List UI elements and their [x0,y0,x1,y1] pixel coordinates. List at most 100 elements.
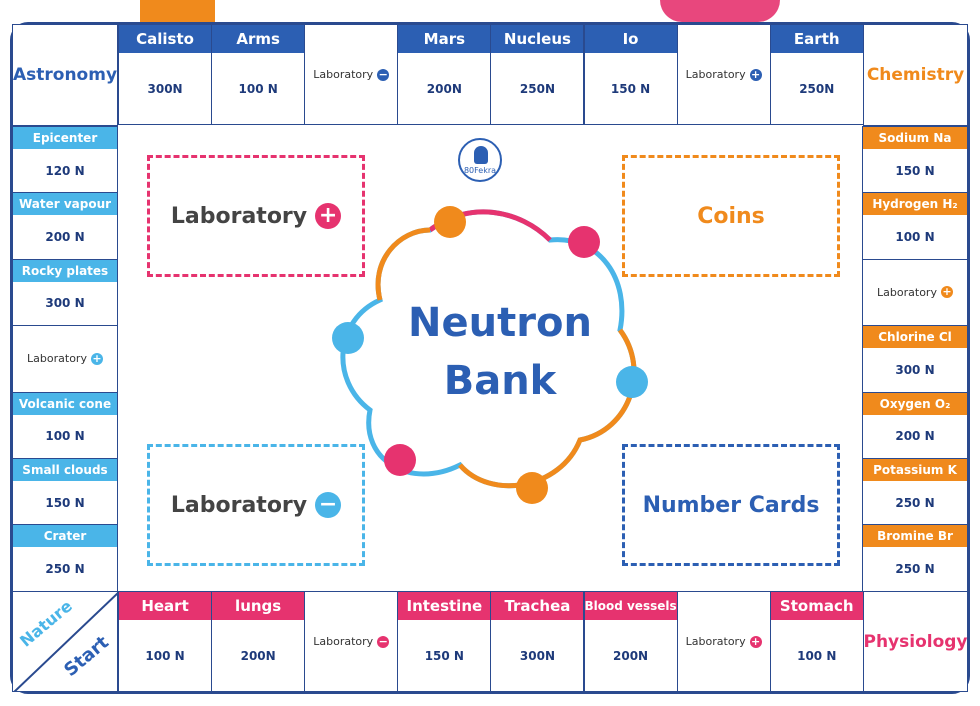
neutron-title: Neutron [408,300,592,346]
cell-value: 150 N [895,163,935,178]
laboratory-cell-content: Laboratory+ [678,25,770,124]
cell-header: Oxygen O₂ [863,392,967,415]
laboratory-label: Laboratory [685,68,746,81]
cell-value: 200 N [45,230,85,245]
left-col-cell-small-clouds[interactable]: Small clouds 150 N [12,458,118,526]
minus-icon: − [315,492,342,518]
bottom-row-cell-trachea[interactable]: Trachea 300N [490,591,585,692]
cell-header: Calisto [119,25,212,53]
cloud-node-dot [516,472,548,504]
cell-value: 150 N [424,648,464,663]
laboratory-minus-box-label: Laboratory [170,492,308,518]
cell-header: Arms [212,25,305,53]
cell-value: 120 N [45,163,85,178]
left-col-cell-laboratory[interactable]: Laboratory+ [12,325,118,393]
coins-box[interactable]: Coins [622,155,840,277]
cell-header: Water vapour [13,193,117,216]
cell-value: 100 N [895,230,935,245]
cell-value: 200N [426,81,462,96]
cell-value: 300 N [45,296,85,311]
left-col-cell-epicenter[interactable]: Epicenter 120 N [12,126,118,194]
cell-header: Trachea [491,592,584,620]
cell-header: Blood vessels [584,592,677,620]
top-row-cell-laboratory-2[interactable]: Laboratory− [304,24,399,125]
plus-icon: + [940,285,953,299]
cell-header: Intestine [398,592,491,620]
corner-astronomy[interactable]: Astronomy [12,24,118,126]
laboratory-cell-content: Laboratory+ [13,326,117,391]
start-diagonal [13,592,117,691]
top-row-cell-laboratory-6[interactable]: Laboratory+ [676,24,771,125]
brand-logo-text: 80Fekra [463,166,497,175]
cell-value: 100 N [145,648,185,663]
cell-header: Epicenter [13,127,117,149]
deco-pink-blob [660,0,780,22]
top-row-cell-arms[interactable]: Arms 100 N [211,24,306,125]
laboratory-label: Laboratory [27,352,87,366]
cell-value: 300N [147,81,183,96]
cell-value: 250 N [895,495,935,510]
laboratory-cell-content: Laboratory+ [863,260,967,325]
bottom-row-cell-laboratory-6[interactable]: Laboratory+ [676,591,771,692]
left-col-cell-water-vapour[interactable]: Water vapour 200 N [12,192,118,260]
neutron-bank-cloud [340,209,637,489]
top-row-cell-io[interactable]: Io 150 N [583,24,678,125]
bottom-row-cell-intestine[interactable]: Intestine 150 N [397,591,492,692]
top-row-cell-calisto[interactable]: Calisto 300N [118,24,213,125]
cell-value: 200N [240,648,276,663]
bank-title: Bank [443,358,557,404]
cell-header: Small clouds [13,459,117,481]
cell-value: 300N [519,648,555,663]
laboratory-label: Laboratory [877,285,937,299]
corner-start[interactable]: Nature Start [12,591,118,692]
cell-value: 150 N [45,495,85,510]
cell-value: 150 N [610,81,651,96]
cloud-node-dot [616,366,648,398]
minus-icon: − [377,67,390,81]
laboratory-plus-box[interactable]: Laboratory + [147,155,365,277]
right-col-cell-laboratory[interactable]: Laboratory+ [862,258,968,327]
cell-header: Stomach [770,592,863,620]
number-cards-box[interactable]: Number Cards [622,444,840,566]
bottom-row-cell-laboratory-2[interactable]: Laboratory− [304,591,399,692]
laboratory-label: Laboratory [313,635,374,648]
bottom-row-cell-blood-vessels[interactable]: Blood vessels 200N [583,591,678,692]
left-col-cell-rocky-plates[interactable]: Rocky plates 300 N [12,258,118,327]
number-cards-box-label: Number Cards [642,492,820,518]
laboratory-plus-box-label: Laboratory [170,203,308,229]
plus-icon: + [90,351,103,365]
cell-header: Rocky plates [13,259,117,282]
cell-value: 100 N [238,81,278,96]
corner-physiology[interactable]: Physiology [863,591,968,692]
plus-icon: + [315,203,342,229]
corner-astronomy-label: Astronomy [12,65,118,85]
plus-icon: + [749,634,762,648]
corner-chemistry[interactable]: Chemistry [863,24,968,126]
corner-chemistry-label: Chemistry [866,65,965,85]
brand-logo: 80Fekra [458,138,502,182]
laboratory-minus-box[interactable]: Laboratory− [147,444,365,566]
cell-value: 250 N [45,562,85,577]
laboratory-cell-content: Laboratory+ [678,592,770,691]
cell-header: Chlorine Cl [863,326,967,349]
cell-value: 200N [613,648,649,663]
cell-header: Bromine Br [863,525,967,548]
coins-box-label: Coins [697,203,765,229]
cell-header: Io [584,25,677,53]
lightbulb-icon [474,146,488,164]
